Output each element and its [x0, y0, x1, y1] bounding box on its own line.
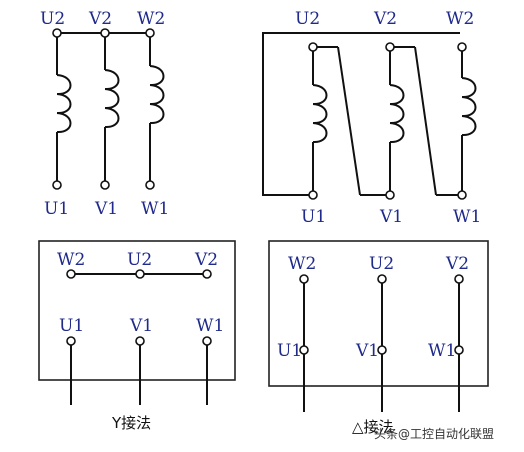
delta-box-terminal-w1 — [454, 345, 464, 355]
delta-box-terminal-u1 — [299, 345, 309, 355]
delta-cross-1 — [337, 46, 361, 196]
label-w1: W1 — [141, 199, 169, 219]
coils-star-diagram: U2 V2 W2 U1 V1 W1 — [40, 9, 169, 219]
delta-box-terminal-u2 — [377, 274, 387, 284]
y-terminal-v1 — [135, 336, 145, 346]
label-u1: U1 — [44, 199, 69, 219]
delta-box-terminal-v2 — [454, 274, 464, 284]
y-terminal-box: W2 U2 V2 U1 V1 W1 Y接法 — [38, 240, 236, 432]
delta-terminal-v2 — [385, 42, 395, 52]
coils-delta-diagram: U2 V2 W2 U1 V1 W1 — [262, 9, 481, 227]
delta-terminal-u1 — [308, 190, 318, 200]
label-v1: V1 — [94, 199, 118, 219]
watermark-text: 头条@工控自动化联盟 — [374, 427, 494, 441]
delta-coil-v — [389, 84, 405, 144]
coil-v — [104, 69, 120, 129]
y-terminal-w2 — [66, 269, 76, 279]
y-label-w1: W1 — [196, 316, 224, 336]
delta-label-u2: U2 — [295, 9, 320, 29]
delta-coil-u — [312, 84, 328, 144]
delta-label-v1: V1 — [379, 207, 403, 227]
terminal-u2 — [52, 28, 62, 38]
delta-terminal-u2 — [308, 42, 318, 52]
delta-box-terminal-w2 — [299, 274, 309, 284]
terminal-w1 — [145, 180, 155, 190]
delta-box-label-w2: W2 — [288, 254, 316, 274]
terminal-v2 — [100, 28, 110, 38]
terminal-w2 — [145, 28, 155, 38]
y-label-v2: V2 — [194, 250, 218, 270]
y-label-v1: V1 — [129, 316, 153, 336]
delta-box-label-w1: W1 — [428, 341, 456, 361]
y-terminal-u1 — [66, 336, 76, 346]
y-label-u1: U1 — [59, 316, 84, 336]
delta-box-label-v2: V2 — [445, 254, 469, 274]
y-label-w2: W2 — [57, 250, 85, 270]
delta-box-label-u1: U1 — [277, 341, 302, 361]
delta-left-loop — [262, 32, 313, 196]
delta-label-w2: W2 — [446, 9, 474, 29]
y-caption: Y接法 — [111, 414, 151, 432]
delta-cross-2 — [414, 46, 437, 196]
delta-caption: △接法 — [352, 418, 394, 436]
delta-terminal-w1 — [457, 190, 467, 200]
coil-u — [56, 74, 72, 134]
coil-w — [149, 65, 165, 125]
delta-label-w1: W1 — [453, 207, 481, 227]
delta-box-terminal-v1 — [377, 345, 387, 355]
delta-terminal-w2 — [457, 42, 467, 52]
delta-label-v2: V2 — [373, 9, 397, 29]
label-v2: V2 — [88, 9, 112, 29]
delta-box-frame — [268, 240, 489, 387]
delta-label-u1: U1 — [301, 207, 326, 227]
label-w2: W2 — [137, 9, 165, 29]
label-u2: U2 — [40, 9, 65, 29]
delta-terminal-v1 — [385, 190, 395, 200]
delta-coil-w — [461, 77, 477, 137]
y-terminal-v2 — [202, 269, 212, 279]
y-terminal-u2 — [135, 269, 145, 279]
y-label-u2: U2 — [127, 250, 152, 270]
delta-terminal-box: W2 U2 V2 U1 V1 W1 △接法 — [268, 240, 489, 436]
y-terminal-w1 — [202, 336, 212, 346]
y-box-frame — [38, 240, 236, 381]
delta-box-label-v1: V1 — [355, 341, 379, 361]
terminal-v1 — [100, 180, 110, 190]
terminal-u1 — [52, 180, 62, 190]
delta-box-label-u2: U2 — [369, 254, 394, 274]
